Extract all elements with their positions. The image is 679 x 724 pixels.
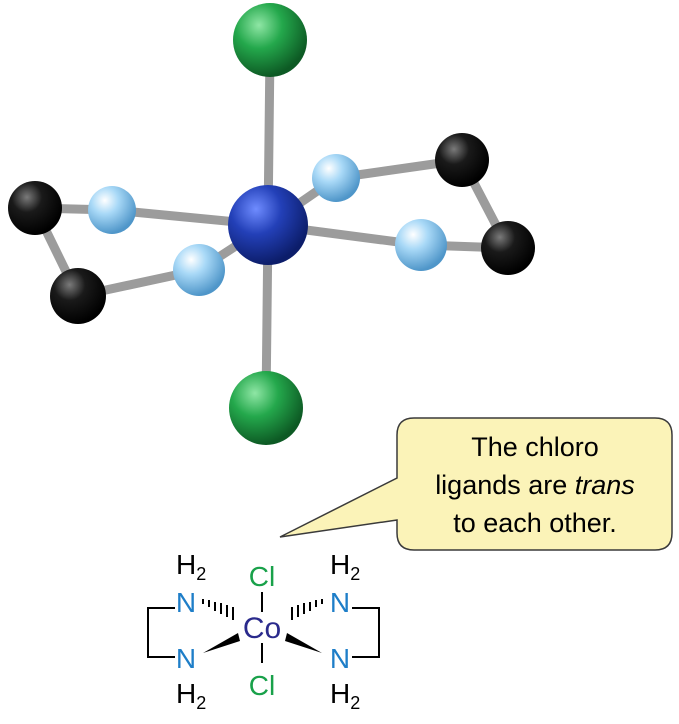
solid-wedge-left	[203, 633, 240, 653]
h2-sub: 2	[350, 693, 360, 713]
ball-and-stick-model	[8, 3, 535, 445]
cobalt-atom	[228, 185, 308, 265]
structural-formula: Cl Cl Co N N N N H2 H2 H2 H2	[147, 549, 380, 713]
callout-line-2: ligands are trans	[435, 470, 635, 500]
cl-label-top: Cl	[249, 561, 275, 592]
h2-h: H	[176, 678, 196, 709]
callout-line-2-italic: trans	[575, 470, 635, 500]
nitrogen-atom-left-upper	[88, 186, 136, 234]
chlorine-atom-bottom	[229, 371, 303, 445]
h2-sub: 2	[196, 693, 206, 713]
h2-h: H	[330, 678, 350, 709]
cl-label-bottom: Cl	[249, 670, 275, 701]
n-label-top-right: N	[330, 587, 350, 618]
h2-label-bottom-right: H2	[330, 678, 360, 713]
h2-label-top-left: H2	[176, 549, 206, 584]
callout-line-3: to each other.	[453, 508, 617, 538]
carbon-atom-right-upper	[435, 133, 489, 187]
n-label-top-left: N	[176, 587, 196, 618]
carbon-atom-right-lower	[481, 221, 535, 275]
callout-line-1: The chloro	[471, 432, 599, 462]
hashed-wedge-left	[202, 599, 234, 620]
nitrogen-atom-right-lower	[395, 219, 447, 271]
ethylene-bridge-right	[352, 607, 380, 658]
callout-shape	[279, 417, 673, 551]
solid-wedge-right	[285, 633, 322, 653]
hashed-wedge-right	[291, 599, 323, 620]
carbon-atom-left-lower	[50, 268, 106, 324]
nitrogen-atom-left-lower	[173, 244, 225, 296]
h2-h: H	[330, 549, 350, 580]
ethylene-bridge-left	[147, 607, 175, 658]
n-label-bottom-left: N	[176, 643, 196, 674]
n-label-bottom-right: N	[330, 643, 350, 674]
chlorine-atom-top	[233, 3, 307, 77]
h2-label-bottom-left: H2	[176, 678, 206, 713]
nitrogen-atom-right-upper	[312, 154, 360, 202]
h2-sub: 2	[196, 564, 206, 584]
co-label: Co	[243, 612, 281, 645]
h2-sub: 2	[350, 564, 360, 584]
callout-bubble: The chloro ligands are trans to each oth…	[279, 417, 673, 551]
carbon-atom-left-upper	[8, 181, 62, 235]
h2-label-top-right: H2	[330, 549, 360, 584]
callout-line-2-prefix: ligands are	[435, 470, 575, 500]
h2-h: H	[176, 549, 196, 580]
